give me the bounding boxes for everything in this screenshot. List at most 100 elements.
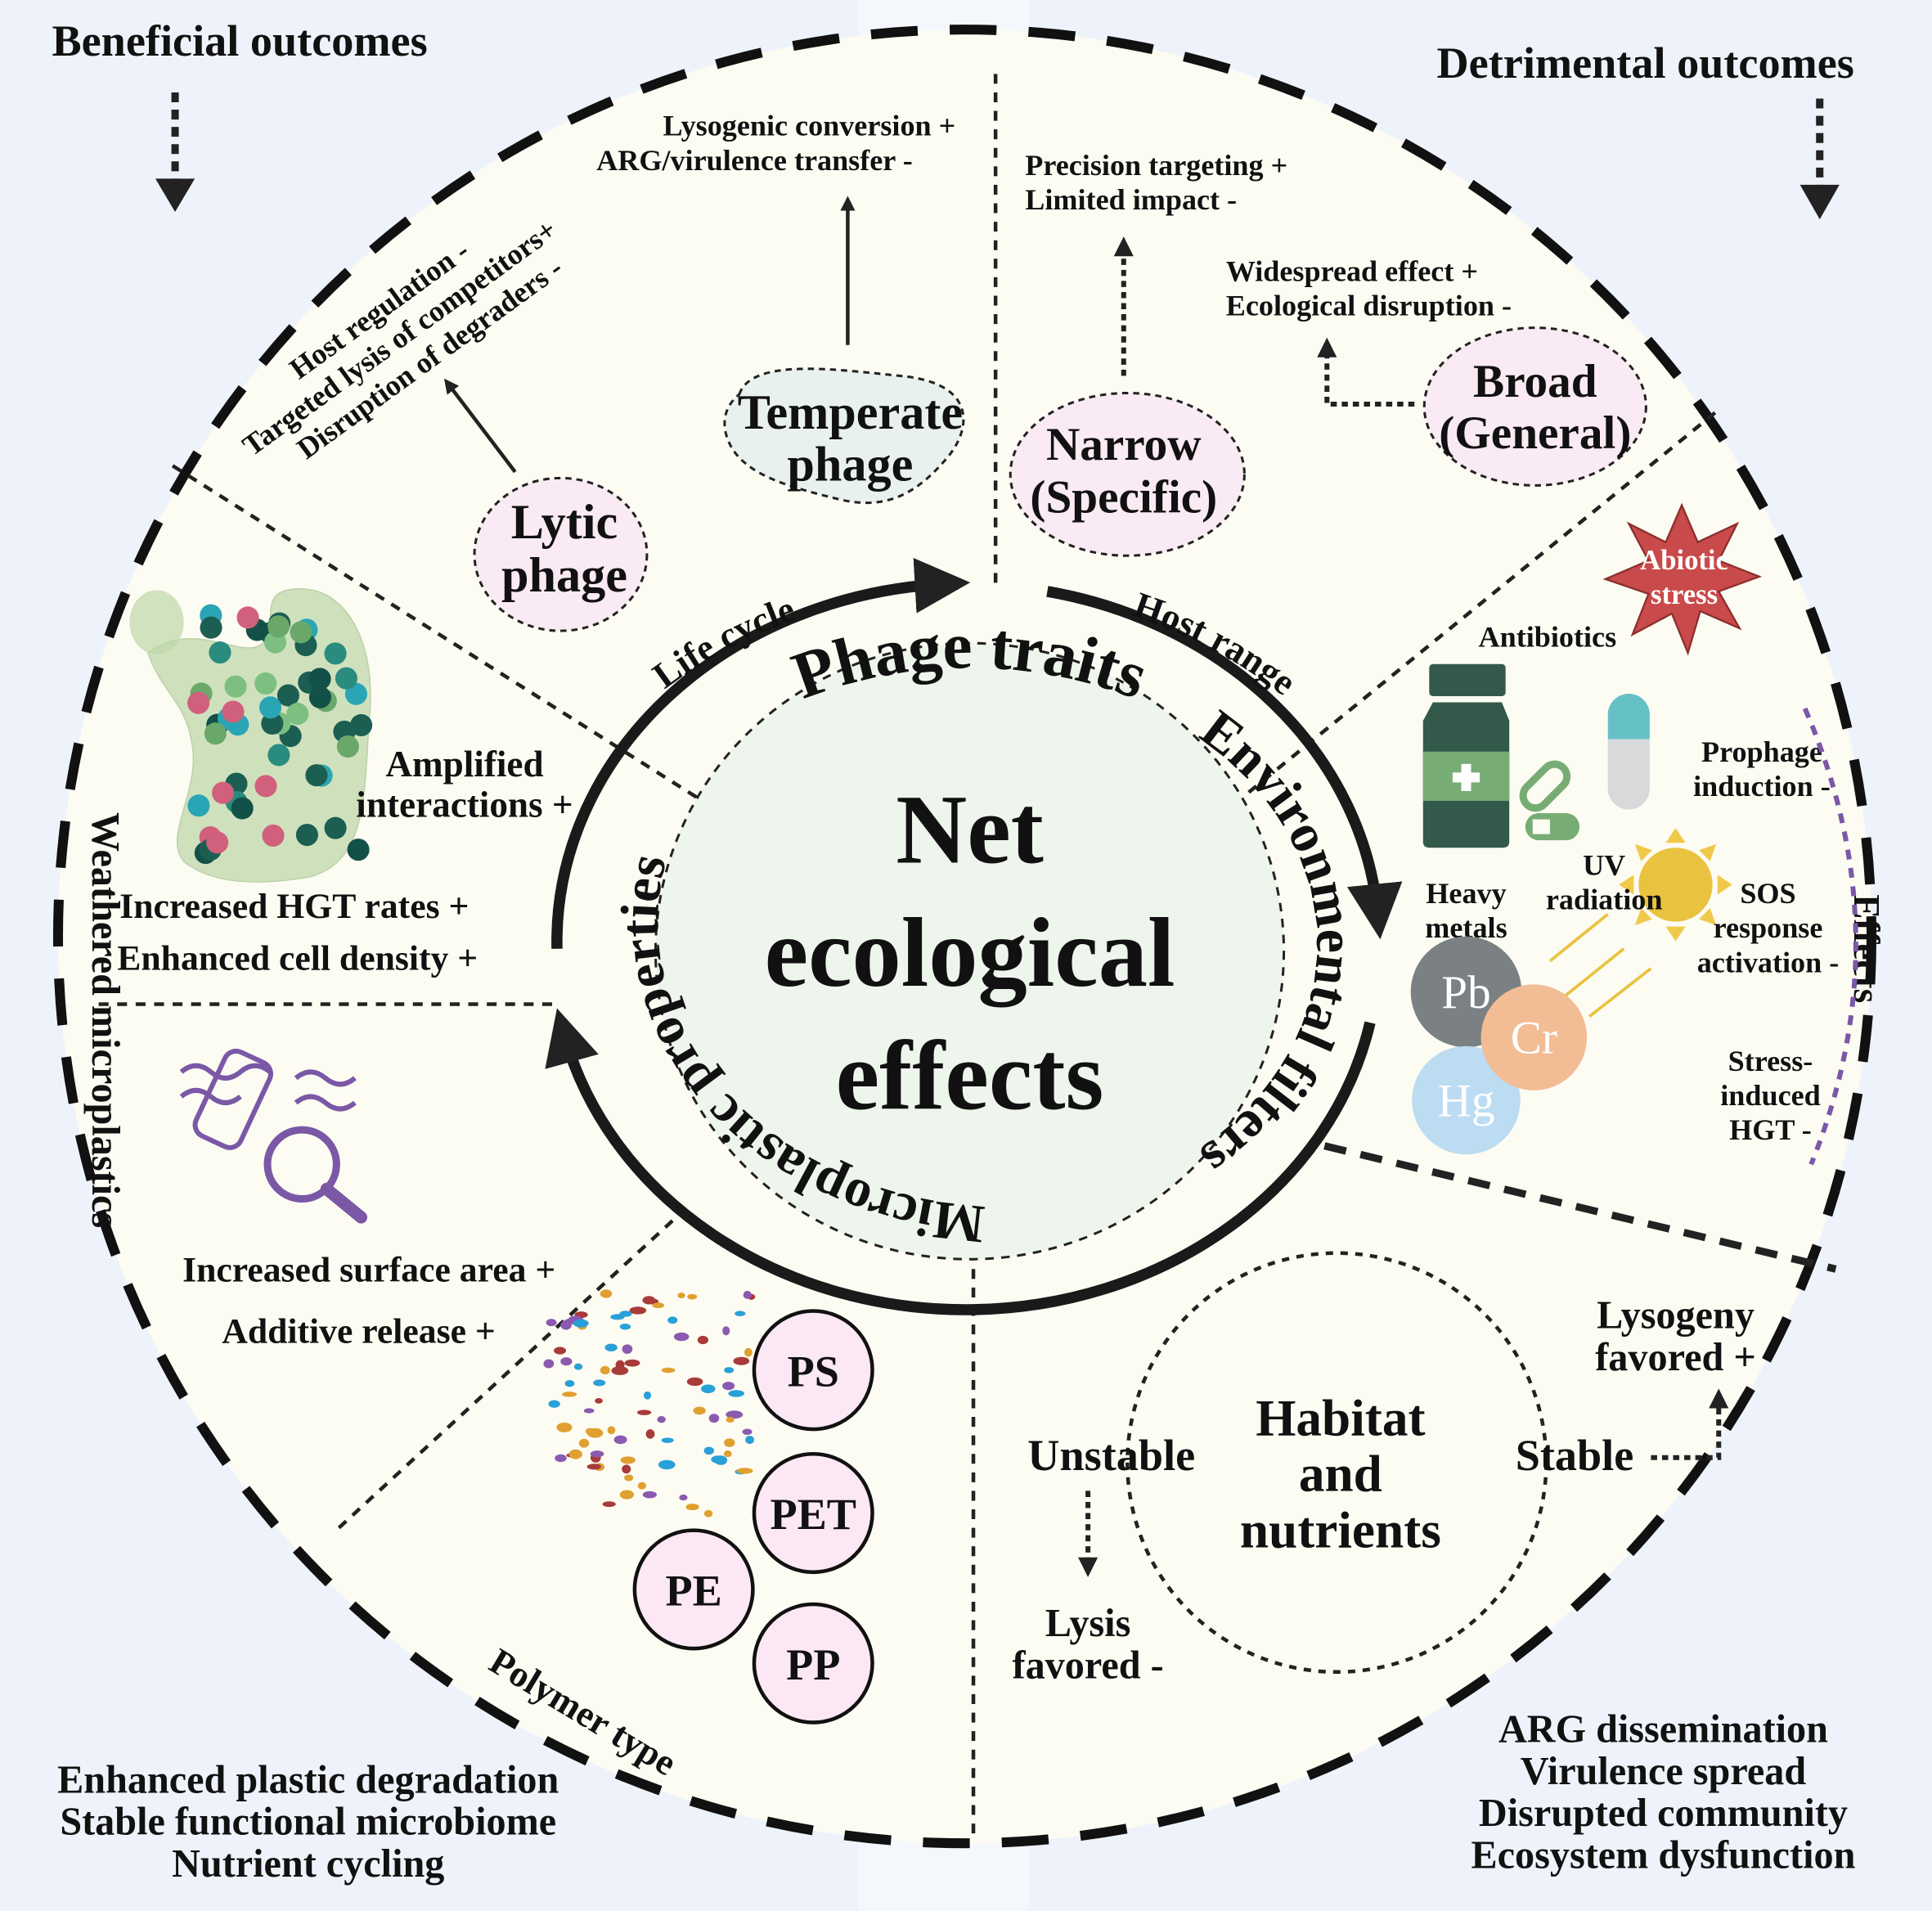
bacterium-cell-icon [187, 794, 210, 817]
lysis-favored-label: favored - [1013, 1643, 1164, 1687]
cell-density-label: Enhanced cell density + [117, 938, 478, 978]
stress-hgt-label: induced [1720, 1079, 1820, 1112]
habitat-title: and [1299, 1445, 1382, 1502]
bacterium-cell-icon [305, 764, 328, 787]
microplastic-particle-icon [600, 1289, 613, 1298]
microplastic-particle-icon [586, 1464, 602, 1470]
microplastic-particle-icon [578, 1438, 590, 1448]
microplastic-particle-icon [568, 1449, 582, 1459]
microplastic-particle-icon [733, 1356, 750, 1365]
amplified-label: Amplified [385, 744, 543, 785]
bacterium-cell-icon [206, 831, 229, 854]
bacterium-cell-icon [204, 722, 227, 745]
weathered-microplastics-label: Weathered microplastics [83, 812, 127, 1228]
beneficial-list: Enhanced plastic degradation Stable func… [57, 1758, 559, 1885]
bacteria-blob-icon [129, 590, 184, 654]
sos-response-label: activation - [1697, 946, 1840, 978]
detrimental-title: Detrimental outcomes [1437, 38, 1854, 88]
abiotic-stress-label: stress [1651, 579, 1718, 610]
stress-hgt-label: Stress- [1728, 1045, 1813, 1077]
stable-arrow [1651, 1388, 1729, 1460]
microplastic-particle-icon [604, 1343, 618, 1351]
bacterium-cell-icon [336, 735, 359, 758]
polymer-pet-badge [752, 1451, 874, 1575]
temperate-outcome: ARG/virulence transfer - [596, 144, 913, 177]
bacterium-cell-icon [254, 775, 277, 798]
microplastic-particle-icon [722, 1381, 735, 1391]
microplastic-particle-icon [724, 1367, 735, 1374]
bacterium-cell-icon [236, 606, 259, 629]
bacterium-cell-icon [200, 616, 222, 639]
temperate-outcome: Lysogenic conversion + [663, 110, 955, 142]
microplastic-particle-icon [548, 1400, 560, 1408]
microplastic-particle-icon [667, 1316, 678, 1324]
microplastic-particle-icon [622, 1464, 631, 1474]
prophage-induction-label: Prophage [1701, 735, 1822, 768]
bacterium-cell-icon [222, 700, 245, 723]
heavy-metals-label: Heavy [1426, 877, 1506, 910]
bacterium-cell-icon [295, 824, 318, 847]
microplastic-particle-icon [735, 1311, 746, 1316]
hgt-rates-label: Increased HGT rates + [119, 887, 469, 926]
habitat-gap-right [1485, 1417, 1522, 1491]
surface-area-label: Increased surface area + [182, 1250, 555, 1289]
capsule-icon [1607, 693, 1650, 810]
microplastic-particle-icon [593, 1379, 606, 1387]
microplastic-particle-icon [657, 1415, 666, 1423]
polymer-label: PET [771, 1490, 856, 1539]
temperate-phage-bubble [723, 367, 965, 505]
bacterium-cell-icon [290, 621, 312, 644]
arrow-microplastic-properties [545, 1008, 1376, 1315]
microplastic-particle-icon [658, 1459, 676, 1470]
habitat-title: Habitat [1256, 1390, 1425, 1447]
mercury-circle-icon [1412, 1045, 1521, 1155]
microplastic-particle-icon [610, 1314, 625, 1320]
microplastic-particles [543, 1289, 756, 1518]
microplastic-particle-icon [679, 1494, 688, 1501]
bacterium-cell-icon [231, 797, 254, 820]
microplastic-particle-icon [613, 1435, 627, 1445]
medicine-bottle-icon [1422, 663, 1510, 848]
microplastic-particle-icon [742, 1428, 753, 1435]
broad-arrow [1317, 337, 1415, 407]
bacterium-cell-icon [308, 668, 331, 690]
additive-release-label: Additive release + [222, 1312, 495, 1351]
center-circle [654, 641, 1286, 1261]
microplastic-particle-icon [677, 1292, 685, 1299]
microplastic-bottle-magnifier-icon [179, 1048, 368, 1224]
narrow-host-bubble [1009, 391, 1246, 557]
habitat-circle [1126, 1251, 1548, 1675]
microplastic-particle-icon [673, 1332, 690, 1342]
microplastic-particle-icon [661, 1437, 674, 1443]
arrow-environmental-filters [1046, 586, 1403, 940]
microplastic-particle-icon [619, 1323, 631, 1330]
bacterium-cell-icon [276, 684, 299, 707]
sun-icon [1548, 828, 1732, 1018]
center-title-line: Net [896, 776, 1044, 884]
lytic-phage-label: phage [501, 548, 627, 603]
lytic-arrow [443, 378, 517, 474]
lytic-phage-label: Lytic [511, 495, 618, 550]
microplastic-particle-icon [687, 1293, 698, 1300]
microplastic-particle-icon [745, 1435, 755, 1445]
microplastic-particle-icon [711, 1455, 726, 1464]
microplastic-particle-icon [643, 1391, 652, 1400]
prophage-induction-label: induction - [1693, 770, 1831, 803]
detrimental-arrowhead-icon [1799, 184, 1840, 220]
bacterium-cell-icon [224, 675, 247, 698]
bacterium-cell-icon [261, 712, 284, 735]
narrow-host-label: (Specific) [1030, 472, 1217, 524]
amplified-label: interactions + [356, 785, 573, 825]
habitat-gap-left [1183, 1417, 1269, 1491]
microplastic-particle-icon [636, 1410, 652, 1415]
microplastic-particle-icon [619, 1490, 635, 1500]
narrow-outcome: Limited impact - [1025, 183, 1237, 216]
microplastic-particle-icon [600, 1365, 610, 1375]
polymer-pp-badge [752, 1602, 874, 1724]
microplastic-particle-icon [637, 1482, 647, 1490]
microplastic-particle-icon [722, 1326, 730, 1336]
bacterium-cell-icon [308, 686, 331, 708]
uv-radiation-label: UV [1583, 848, 1625, 881]
sos-response-label: response [1714, 911, 1823, 944]
